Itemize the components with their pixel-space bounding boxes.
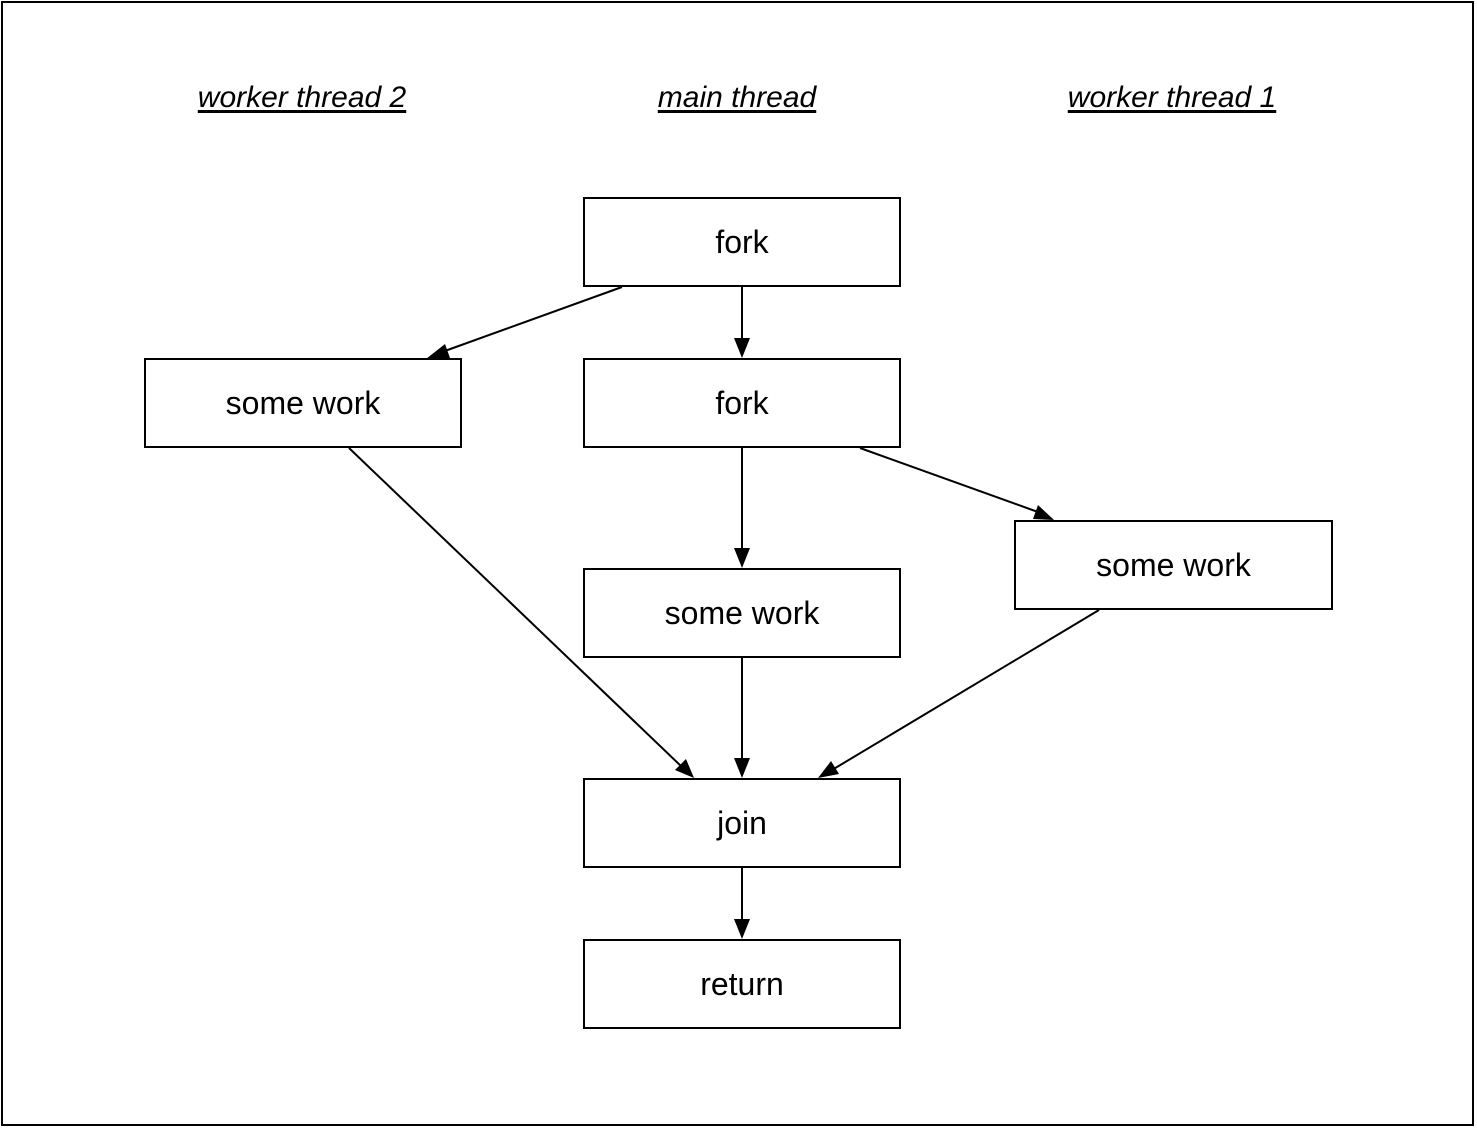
node-some-work-worker-thread-1: some work [1014, 520, 1333, 610]
edge-worker1-work-to-join [818, 609, 1100, 778]
node-label: some work [1096, 546, 1251, 583]
edge-main-work-to-join [734, 658, 750, 778]
edge-join-to-return [734, 868, 750, 939]
node-return: return [583, 939, 901, 1029]
edge-fork-to-worker1-work [859, 447, 1054, 520]
node-label: fork [715, 384, 769, 421]
edge-worker2-work-to-join [348, 447, 694, 778]
node-join: join [583, 778, 901, 868]
node-some-work-worker-thread-2: some work [144, 358, 462, 448]
node-fork-second: fork [583, 358, 901, 448]
node-label: return [700, 965, 784, 1002]
node-fork-top: fork [583, 197, 901, 287]
node-label: join [717, 804, 767, 841]
lane-header-worker-thread-1: worker thread 1 [1067, 81, 1277, 114]
node-label: some work [225, 384, 381, 421]
node-label: some work [664, 594, 820, 631]
lane-header-worker-thread-2: worker thread 2 [197, 81, 407, 114]
node-label: fork [715, 223, 769, 260]
edge-fork-to-fork [734, 287, 750, 358]
node-some-work-main-thread: some work [583, 568, 901, 658]
lane-header-main-thread: main thread [657, 81, 817, 114]
edge-fork-to-main-work [734, 448, 750, 568]
edge-fork-to-worker2-work [426, 286, 623, 359]
